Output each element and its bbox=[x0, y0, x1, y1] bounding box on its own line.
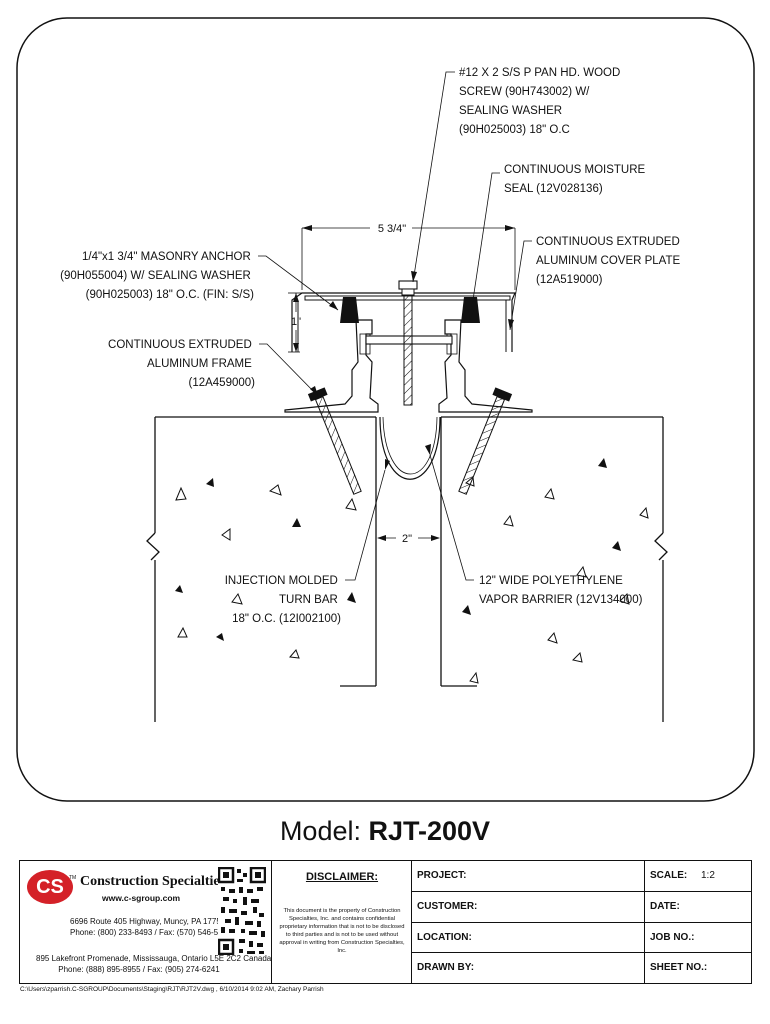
date-field: DATE: bbox=[644, 892, 751, 923]
disclaimer-block: DISCLAIMER: This document is the propert… bbox=[272, 861, 412, 983]
dimension-gap-label: 2" bbox=[402, 533, 412, 545]
center-screw bbox=[398, 280, 418, 406]
company-block: CS TM Construction Specialties www.c-sgr… bbox=[20, 861, 272, 983]
job-no-field: JOB NO.: bbox=[644, 923, 751, 953]
qr-code-icon bbox=[218, 867, 266, 955]
leader-lines bbox=[258, 71, 532, 581]
dimension-height-left: 1" bbox=[288, 292, 302, 353]
scale-value: 1:2 bbox=[701, 870, 715, 881]
callout-masonry-anchor: 1/4"x1 3/4" MASONRY ANCHOR (90H055004) W… bbox=[60, 251, 254, 301]
dimension-gap: 2" bbox=[377, 533, 440, 545]
moisture-seal-left bbox=[340, 297, 359, 323]
joint-cover-section-drawing: 5 3/4" 1" 2" #12 X 2 S bbox=[16, 17, 755, 802]
callout-turn-bar: INJECTION MOLDED TURN BAR 18" O.C. (12I0… bbox=[225, 575, 341, 625]
trademark: TM bbox=[69, 875, 77, 881]
drawn-by-field: DRAWN BY: bbox=[417, 962, 475, 973]
callout-cover-plate: CONTINUOUS EXTRUDED ALUMINUM COVER PLATE… bbox=[536, 236, 683, 286]
callout-vapor-barrier: 12" WIDE POLYETHYLENE VAPOR BARRIER (12V… bbox=[479, 575, 643, 606]
callout-frame: CONTINUOUS EXTRUDED ALUMINUM FRAME (12A4… bbox=[108, 339, 255, 389]
drawing-border bbox=[16, 17, 755, 802]
address-us-line: 6696 Route 405 Highway, Muncy, PA 17756 bbox=[70, 917, 226, 926]
dimension-width-label: 5 3/4" bbox=[378, 223, 406, 235]
masonry-anchor-left bbox=[307, 387, 362, 495]
sheet-no-field: SHEET NO.: bbox=[644, 953, 751, 983]
scale-field: SCALE: 1:2 bbox=[644, 861, 751, 892]
address-ca-line: 895 Lakefront Promenade, Mississauga, On… bbox=[36, 954, 272, 963]
aluminum-frame-right bbox=[438, 319, 533, 413]
scale-label: SCALE: bbox=[650, 870, 688, 881]
location-field: LOCATION: bbox=[412, 923, 644, 953]
file-path: C:\Users\zparrish.C-SGROUP\Documents\Sta… bbox=[20, 986, 324, 993]
project-field: PROJECT: bbox=[412, 861, 644, 892]
address-ca-phone: Phone: (888) 895-8955 / Fax: (905) 274-6… bbox=[58, 965, 220, 974]
customer-field: CUSTOMER: bbox=[412, 892, 644, 923]
company-logo: CS bbox=[27, 870, 73, 904]
leader-arrowheads bbox=[310, 271, 514, 470]
company-url[interactable]: www.c-sgroup.com bbox=[102, 893, 181, 903]
callout-screw: #12 X 2 S/S P PAN HD. WOOD SCREW (90H743… bbox=[459, 67, 623, 136]
concrete-slab-left bbox=[146, 416, 377, 722]
disclaimer-title: DISCLAIMER: bbox=[305, 871, 379, 883]
dimension-width-top: 5 3/4" bbox=[301, 223, 516, 290]
model-prefix: Model: bbox=[279, 816, 369, 846]
aluminum-frame-left bbox=[284, 319, 379, 413]
concrete-slab-right bbox=[440, 416, 668, 722]
callout-moisture-seal: CONTINUOUS MOISTURE SEAL (12V028136) bbox=[504, 164, 648, 195]
disclaimer-body: This document is the property of Constru… bbox=[279, 908, 405, 954]
address-us: 6696 Route 405 Highway, Muncy, PA 17756 … bbox=[70, 916, 232, 938]
model-name: RJT-200V bbox=[368, 816, 491, 846]
company-name: Construction Specialties bbox=[80, 874, 226, 889]
masonry-anchor-right bbox=[458, 387, 513, 495]
title-block: CS TM Construction Specialties www.c-sgr… bbox=[19, 860, 752, 984]
vapor-barrier bbox=[379, 416, 441, 480]
address-us-phone: Phone: (800) 233-8493 / Fax: (570) 546-5… bbox=[70, 928, 232, 937]
dimension-height-label: 1" bbox=[291, 316, 301, 328]
address-canada: 895 Lakefront Promenade, Mississauga, On… bbox=[36, 953, 272, 975]
model-title: Model: RJT-200V bbox=[0, 816, 770, 847]
